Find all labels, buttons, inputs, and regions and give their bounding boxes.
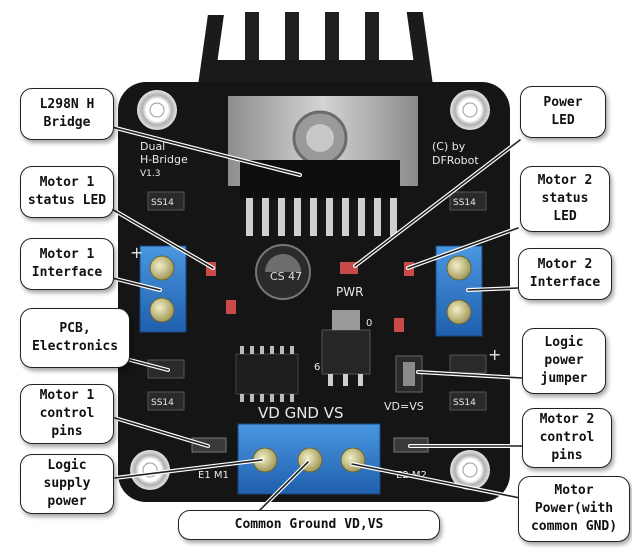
l298n-chip: [228, 96, 418, 236]
mounting-holes: [130, 90, 490, 490]
svg-text:SS14: SS14: [453, 198, 476, 208]
power-terminal: VD GND VS: [237, 404, 381, 495]
callout-power-led: Power LED: [520, 86, 606, 138]
callout-common-ground: Common Ground VD,VS: [178, 510, 440, 540]
callout-logic-supply: Logic supply power: [20, 454, 114, 514]
svg-text:6: 6: [314, 362, 320, 373]
callout-motor2-interface: Motor 2 Interface: [518, 248, 612, 300]
capacitor: CS 47: [255, 244, 311, 300]
callout-motor1-control: Motor 1 control pins: [20, 384, 114, 444]
board-copyright-line2: DFRobot: [432, 154, 479, 167]
diodes: SS14 SS14 SS14 SS14: [147, 191, 487, 411]
callout-pcb-electronics: PCB, Electronics: [20, 308, 130, 368]
board-silkscreen: Dual H-Bridge V1.3 (C) by DFRobot: [140, 140, 479, 179]
svg-text:CS 47: CS 47: [270, 270, 302, 283]
logic-jumper: VD=VS: [384, 355, 424, 413]
motor1-terminal: +: [130, 243, 187, 333]
svg-text:VD GND VS: VD GND VS: [258, 404, 344, 422]
svg-text:SS14: SS14: [151, 398, 174, 408]
callout-l298n: L298N H Bridge: [20, 88, 114, 140]
pcb-board: [118, 82, 510, 502]
svg-text:+: +: [488, 345, 501, 364]
callout-logic-jumper: Logic power jumper: [522, 328, 606, 394]
svg-text:SS14: SS14: [453, 398, 476, 408]
logic-chip: [235, 346, 299, 402]
board-copyright-line1: (C) by: [432, 140, 466, 153]
board-title-line1: Dual: [140, 140, 165, 153]
board-version: V1.3: [140, 169, 160, 179]
svg-text:E1 M1: E1 M1: [198, 470, 229, 481]
callout-motor-power: Motor Power(with common GND): [518, 476, 630, 542]
callout-motor1-interface: Motor 1 Interface: [20, 238, 114, 290]
svg-text:SS14: SS14: [151, 198, 174, 208]
callout-motor2-control: Motor 2 control pins: [522, 408, 612, 468]
svg-text:0: 0: [366, 318, 372, 329]
voltage-regulator: 0 6: [314, 310, 372, 386]
callout-motor1-status: Motor 1 status LED: [20, 166, 114, 218]
callout-motor2-status: Motor 2 status LED: [520, 166, 610, 232]
svg-text:VD=VS: VD=VS: [384, 400, 424, 413]
svg-text:PWR: PWR: [336, 285, 363, 299]
svg-text:+: +: [130, 243, 143, 262]
leader-lines-dark: [99, 123, 523, 511]
board-title-line2: H-Bridge: [140, 153, 188, 166]
